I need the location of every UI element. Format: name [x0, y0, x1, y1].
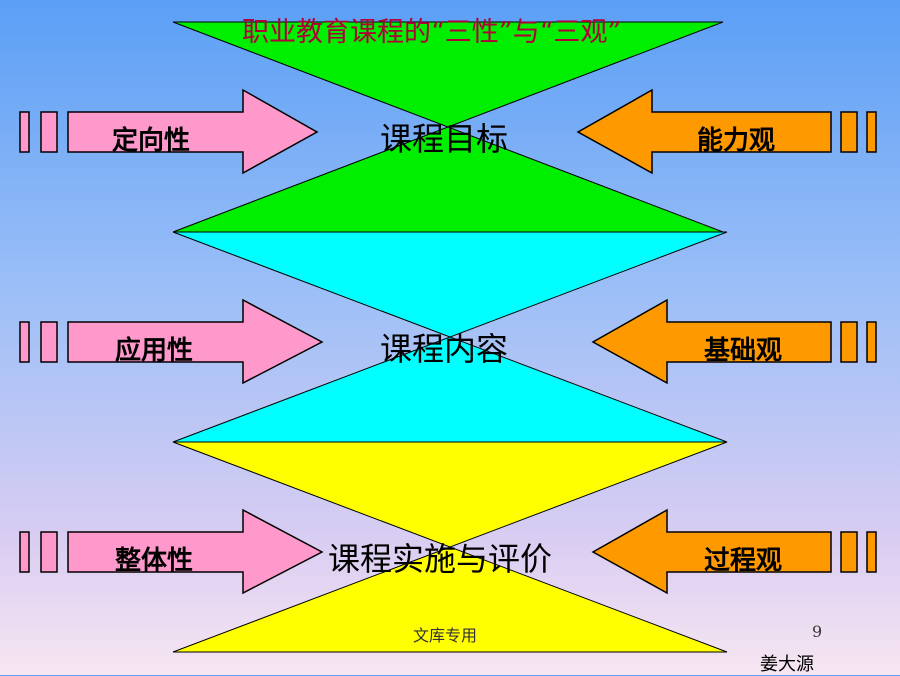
- left-arrow-row-2: [19, 298, 324, 385]
- left-arrow-row-3: [19, 508, 324, 595]
- right-arrow-row-1: [576, 88, 877, 175]
- page-number: 9: [812, 622, 823, 641]
- row-3-center-label: 课程实施与评价: [328, 540, 553, 578]
- row-1-left-label: 定向性: [112, 126, 191, 156]
- row-1-right-label: 能力观: [697, 126, 776, 156]
- right-arrow-row-2: [591, 298, 877, 385]
- author-name: 姜大源: [760, 654, 814, 675]
- left-arrow-row-1: [19, 88, 319, 175]
- row-1-center-label: 课程目标: [380, 120, 509, 158]
- row-2-center-label: 课程内容: [380, 330, 509, 368]
- bowtie-row-3: [172, 441, 728, 653]
- row-2-right-label: 基础观: [704, 336, 783, 366]
- right-arrow-row-3: [591, 508, 877, 595]
- slide-title: 职业教育课程的“三性”与“三观”: [242, 17, 622, 48]
- row-3-right-label: 过程观: [704, 546, 783, 576]
- footer-center-text: 文库专用: [413, 626, 478, 645]
- row-3-left-label: 整体性: [115, 546, 194, 576]
- row-2-left-label: 应用性: [115, 336, 194, 366]
